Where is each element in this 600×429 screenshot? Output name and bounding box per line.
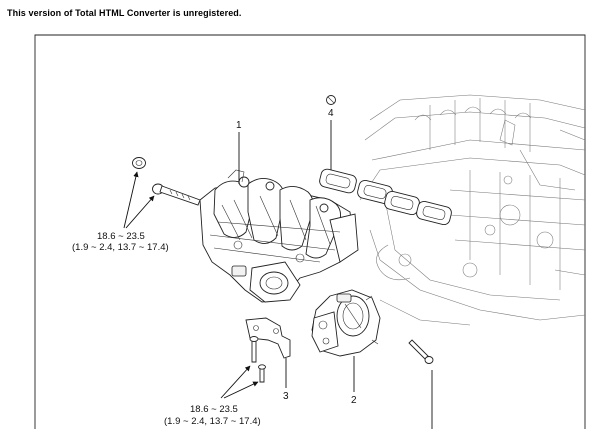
intake-port-gaskets (357, 179, 452, 226)
manifold-bolt (152, 183, 201, 206)
engine-block (359, 94, 586, 326)
manifold-nut (132, 157, 146, 169)
part-4-gasket (319, 168, 357, 194)
callout-3: 3 (283, 391, 289, 402)
callout-4: 4 (328, 108, 334, 119)
diagram-frame (34, 34, 586, 429)
bracket-bolts (249, 336, 266, 383)
callout-1: 1 (236, 120, 242, 131)
torque-bottom-line1: 18.6 ~ 23.5 (190, 404, 238, 415)
torque-top-leader-b (125, 195, 155, 229)
unregistered-banner: This version of Total HTML Converter is … (7, 8, 242, 18)
torque-bottom-line2: (1.9 ~ 2.4, 13.7 ~ 17.4) (164, 416, 261, 427)
torque-bottom-leader-a (220, 365, 251, 399)
torque-top-leader-a (123, 171, 139, 229)
torque-bottom-leader-b (223, 381, 259, 399)
part-4-nut (326, 95, 336, 105)
callout-2: 2 (351, 395, 357, 406)
torque-top-line2: (1.9 ~ 2.4, 13.7 ~ 17.4) (72, 242, 169, 253)
throttle-bolt (408, 339, 434, 364)
part-2-throttle-body (311, 289, 381, 357)
part-1-intake-manifold (199, 169, 359, 303)
part-3-bracket (245, 317, 291, 359)
torque-top-line1: 18.6 ~ 23.5 (97, 231, 145, 242)
